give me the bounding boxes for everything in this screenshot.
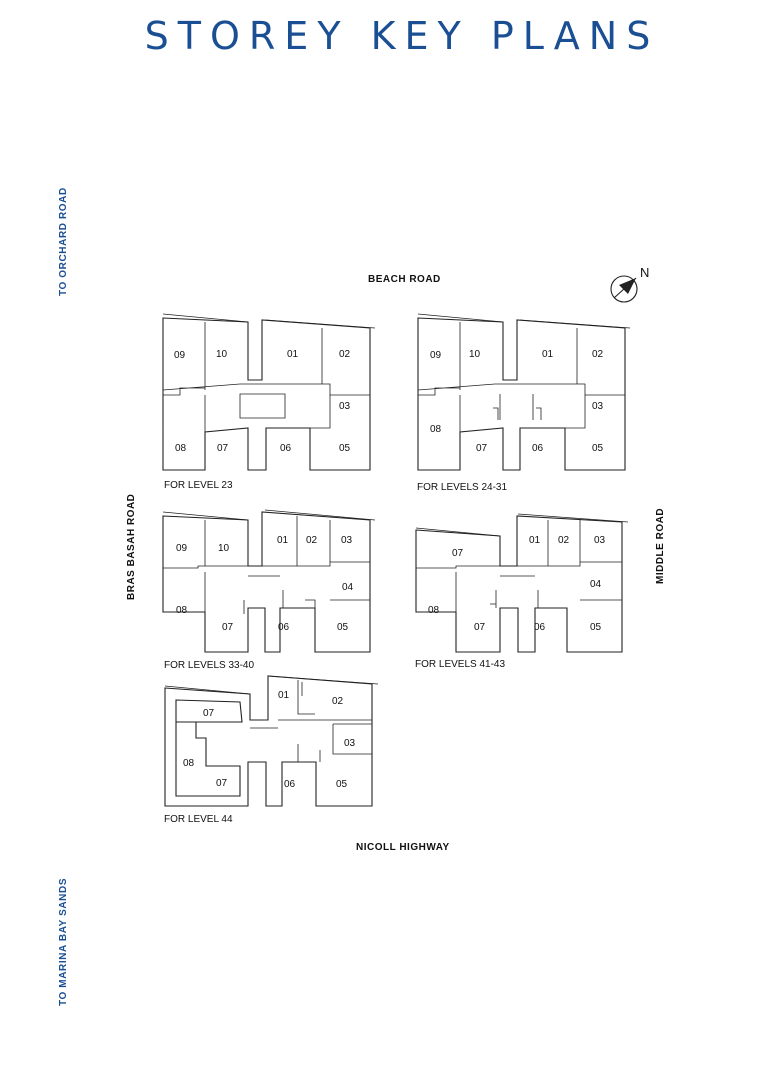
unit-label: 07 <box>452 548 464 559</box>
compass-label: N <box>640 265 649 280</box>
floor-plan-levels-33-40: 09 10 01 02 03 04 08 07 06 05 FOR LEVELS… <box>162 509 376 671</box>
unit-label: 06 <box>278 622 290 633</box>
unit-label: 02 <box>558 535 570 546</box>
unit-label: 06 <box>532 443 544 454</box>
unit-label: 01 <box>287 349 299 360</box>
unit-label: 02 <box>339 349 351 360</box>
unit-label: 06 <box>280 443 292 454</box>
unit-label: 07 <box>474 622 486 633</box>
unit-label: 01 <box>529 535 541 546</box>
unit-label: 06 <box>284 779 296 790</box>
unit-label: 05 <box>336 779 348 790</box>
unit-label: 02 <box>592 349 604 360</box>
unit-label: 05 <box>592 443 604 454</box>
plan-caption: FOR LEVELS 24-31 <box>417 482 507 493</box>
unit-label: 05 <box>590 622 602 633</box>
plan-caption: FOR LEVEL 44 <box>164 814 233 825</box>
north-compass-icon: N <box>610 265 649 303</box>
unit-label: 08 <box>430 424 442 435</box>
unit-label: 07 <box>217 443 229 454</box>
unit-label: 07 <box>476 443 488 454</box>
unit-label: 07 <box>222 622 234 633</box>
unit-label: 04 <box>590 579 602 590</box>
floor-plan-level-44: 07 01 02 03 08 07 06 05 FOR LEVEL 44 <box>164 675 379 825</box>
road-label-nicoll-highway: NICOLL HIGHWAY <box>356 842 450 853</box>
page-title: STOREY KEY PLANS <box>144 14 660 58</box>
unit-label: 07 <box>203 708 215 719</box>
unit-label: 10 <box>469 349 481 360</box>
unit-label: 10 <box>218 543 230 554</box>
floor-plan-level-23: 09 10 01 02 03 08 07 06 05 FOR LEVEL 23 <box>162 313 376 491</box>
plan-caption: FOR LEVEL 23 <box>164 480 233 491</box>
unit-label: 04 <box>342 582 354 593</box>
floor-plan-levels-41-43: 07 01 02 03 04 08 07 06 05 FOR LEVELS 41… <box>415 513 629 670</box>
unit-label: 01 <box>277 535 289 546</box>
unit-label: 07 <box>216 778 228 789</box>
road-label-beach-road: BEACH ROAD <box>368 274 441 285</box>
plan-caption: FOR LEVELS 41-43 <box>415 659 505 670</box>
unit-label: 03 <box>339 401 351 412</box>
unit-label: 08 <box>175 443 187 454</box>
unit-label: 08 <box>183 758 195 769</box>
unit-label: 08 <box>176 605 188 616</box>
unit-label: 09 <box>430 350 442 361</box>
unit-label: 05 <box>337 622 349 633</box>
unit-label: 09 <box>174 350 186 361</box>
unit-label: 03 <box>592 401 604 412</box>
unit-label: 02 <box>306 535 318 546</box>
plan-caption: FOR LEVELS 33-40 <box>164 660 254 671</box>
unit-label: 01 <box>542 349 554 360</box>
unit-label: 01 <box>278 690 290 701</box>
unit-label: 10 <box>216 349 228 360</box>
unit-label: 09 <box>176 543 188 554</box>
unit-label: 08 <box>428 605 440 616</box>
unit-label: 03 <box>341 535 353 546</box>
unit-label: 06 <box>534 622 546 633</box>
unit-label: 02 <box>332 696 344 707</box>
unit-label: 05 <box>339 443 351 454</box>
floor-plan-levels-24-31: 09 10 01 02 03 08 07 06 05 FOR LEVELS 24… <box>417 313 631 493</box>
unit-label: 03 <box>344 738 356 749</box>
unit-label: 03 <box>594 535 606 546</box>
